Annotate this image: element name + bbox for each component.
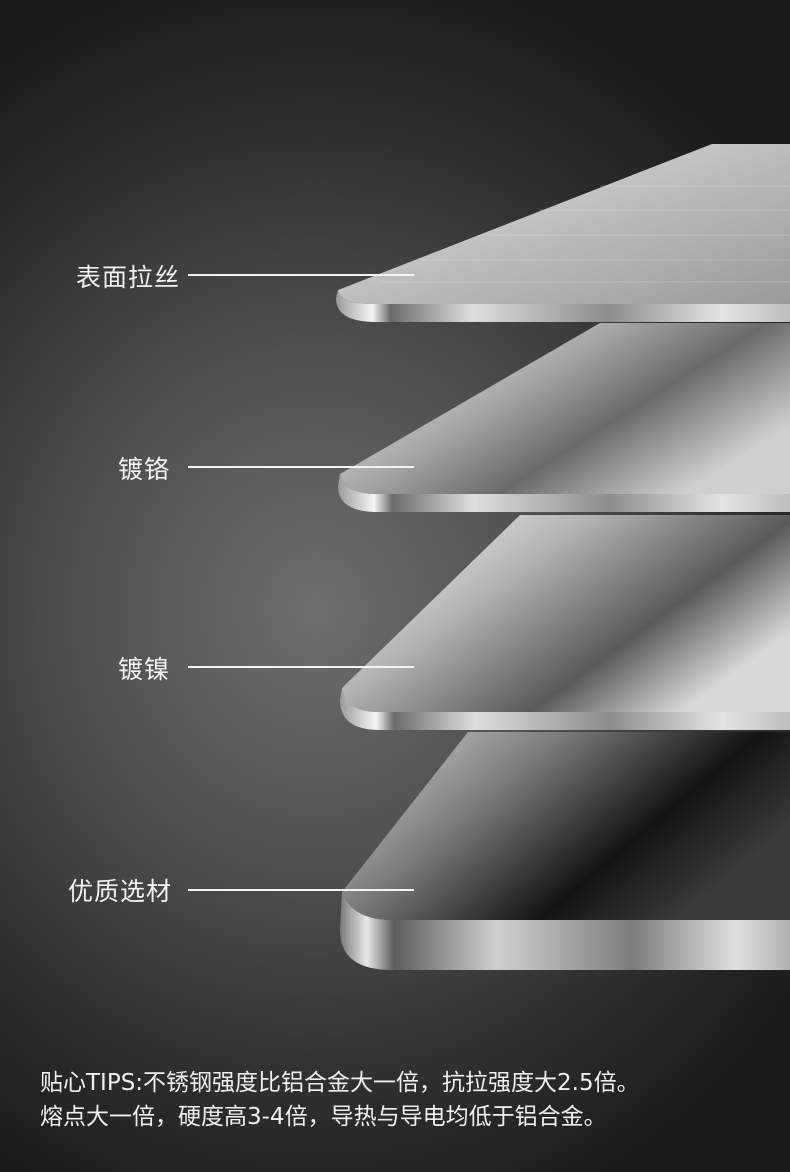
layer-nickel-plate (340, 515, 790, 730)
layer-chrome-plate (338, 323, 790, 512)
label-chrome-plating: 镀铬 (117, 455, 170, 484)
leader-line-chrome (188, 466, 414, 468)
label-brushed-surface: 表面拉丝 (75, 263, 180, 292)
tips-line-1: 贴心TIPS:不锈钢强度比铝合金大一倍，抗拉强度大2.5倍。 (40, 1070, 640, 1096)
label-quality-material: 优质选材 (67, 877, 172, 906)
tips-line-2: 熔点大一倍，硬度高3-4倍，导热与导电均低于铝合金。 (40, 1104, 607, 1130)
layer-base-plate (340, 732, 790, 970)
leader-line-brushed (188, 274, 414, 276)
leader-line-material (188, 889, 414, 891)
layer-brushed-plate (336, 144, 790, 322)
leader-line-nickel (188, 666, 414, 668)
label-nickel-plating: 镀镍 (117, 655, 170, 684)
tips-text: 贴心TIPS:不锈钢强度比铝合金大一倍，抗拉强度大2.5倍。 熔点大一倍，硬度高… (40, 1066, 760, 1134)
